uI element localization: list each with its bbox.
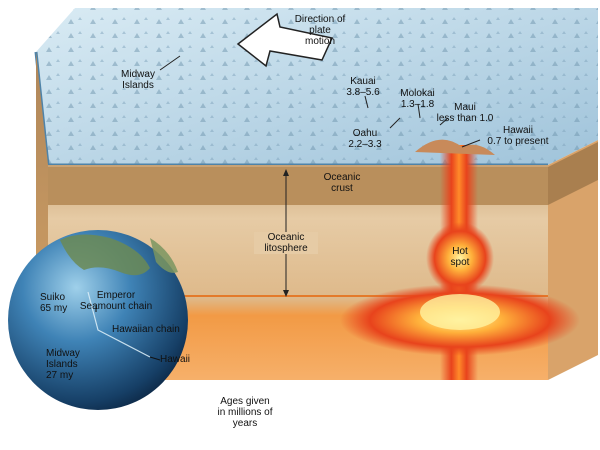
kauai-label: Kauai 3.8–5.6 bbox=[338, 76, 388, 98]
globe-hawaii-label: Hawaii bbox=[160, 354, 190, 365]
hawaii-leader bbox=[461, 139, 481, 148]
hawaii-name: Hawaii bbox=[502, 125, 533, 136]
direction-line-2: plate bbox=[309, 25, 331, 36]
suiko-label: Suiko 65 my bbox=[40, 292, 67, 314]
ages-line-1: Ages given bbox=[220, 396, 270, 407]
midway-line-1: Midway bbox=[121, 69, 155, 80]
earth-globe bbox=[8, 230, 188, 410]
globe-landmass-2 bbox=[150, 238, 178, 273]
emperor-line-2: Seamount chain bbox=[79, 301, 153, 312]
globe-hawaii-text: Hawaii bbox=[160, 354, 191, 365]
direction-label: Direction of plate motion bbox=[285, 14, 355, 47]
maui-label: Maui less than 1.0 bbox=[428, 102, 502, 124]
suiko-name: Suiko bbox=[40, 292, 66, 303]
globe-midway-label: Midway Islands 27 my bbox=[46, 348, 80, 381]
hawaiian-chain-label: Hawaiian chain bbox=[112, 324, 180, 335]
lithosphere-line-2: litosphere bbox=[264, 243, 308, 254]
midway-islands-label: Midway Islands bbox=[108, 69, 168, 91]
suiko-age: 65 my bbox=[40, 303, 68, 314]
ages-line-3: years bbox=[232, 418, 258, 429]
midway-leader bbox=[159, 55, 181, 71]
hot-spot-bulb bbox=[426, 222, 494, 294]
globe-midway-line-2: Islands bbox=[46, 359, 78, 370]
hawaiian-chain-text: Hawaiian chain bbox=[112, 324, 180, 335]
molokai-leader bbox=[417, 103, 421, 119]
molokai-age: 1.3–1.8 bbox=[400, 99, 435, 110]
oceanic-lithosphere-label: Oceanic litosphere bbox=[254, 232, 318, 254]
sea-floor-relief bbox=[36, 8, 598, 165]
hawaii-volcano bbox=[415, 139, 495, 155]
direction-line-3: motion bbox=[304, 36, 335, 47]
maui-name: Maui bbox=[454, 102, 476, 113]
oahu-label: Oahu 2.2–3.3 bbox=[340, 128, 390, 150]
globe-landmass bbox=[60, 234, 150, 276]
oceanic-crust-label: Oceanic crust bbox=[312, 172, 372, 194]
ages-line-2: in millions of bbox=[217, 407, 273, 418]
kauai-leader bbox=[364, 95, 369, 109]
hot-spot-label: Hot spot bbox=[440, 246, 480, 268]
lithosphere-line-1: Oceanic bbox=[267, 232, 305, 243]
hawaii-age: 0.7 to present bbox=[487, 136, 549, 147]
globe-midway-line-1: Midway bbox=[46, 348, 80, 359]
molokai-name: Molokai bbox=[400, 88, 435, 99]
kauai-age: 3.8–5.6 bbox=[346, 87, 380, 98]
maui-age: less than 1.0 bbox=[436, 113, 494, 124]
molokai-label: Molokai 1.3–1.8 bbox=[390, 88, 445, 110]
direction-line-1: Direction of bbox=[294, 14, 346, 25]
oahu-leader bbox=[389, 117, 401, 129]
hot-spot-line-1: Hot bbox=[452, 246, 468, 257]
lithosphere-arrow-bottom bbox=[283, 290, 289, 297]
emperor-line-1: Emperor bbox=[96, 290, 136, 301]
oahu-age: 2.2–3.3 bbox=[348, 139, 382, 150]
oahu-name: Oahu bbox=[352, 128, 378, 139]
hawaii-label: Hawaii 0.7 to present bbox=[478, 125, 558, 147]
globe-midway-line-3: 27 my bbox=[46, 370, 74, 381]
plume-core bbox=[420, 294, 500, 330]
seamount-chain-line bbox=[87, 291, 151, 358]
globe-hawaii-leader bbox=[149, 356, 161, 361]
emperor-seamount-label: Emperor Seamount chain bbox=[78, 290, 154, 312]
crust-line-1: Oceanic bbox=[323, 172, 361, 183]
plate-motion-arrow bbox=[236, 12, 334, 68]
maui-leader bbox=[439, 117, 449, 126]
crust-line-2: crust bbox=[331, 183, 353, 194]
hot-spot-line-2: spot bbox=[450, 257, 470, 268]
kauai-name: Kauai bbox=[350, 76, 376, 87]
midway-line-2: Islands bbox=[122, 80, 154, 91]
ages-note: Ages given in millions of years bbox=[210, 396, 280, 429]
lithosphere-arrow-top bbox=[283, 169, 289, 176]
crust-band-right bbox=[548, 142, 598, 205]
